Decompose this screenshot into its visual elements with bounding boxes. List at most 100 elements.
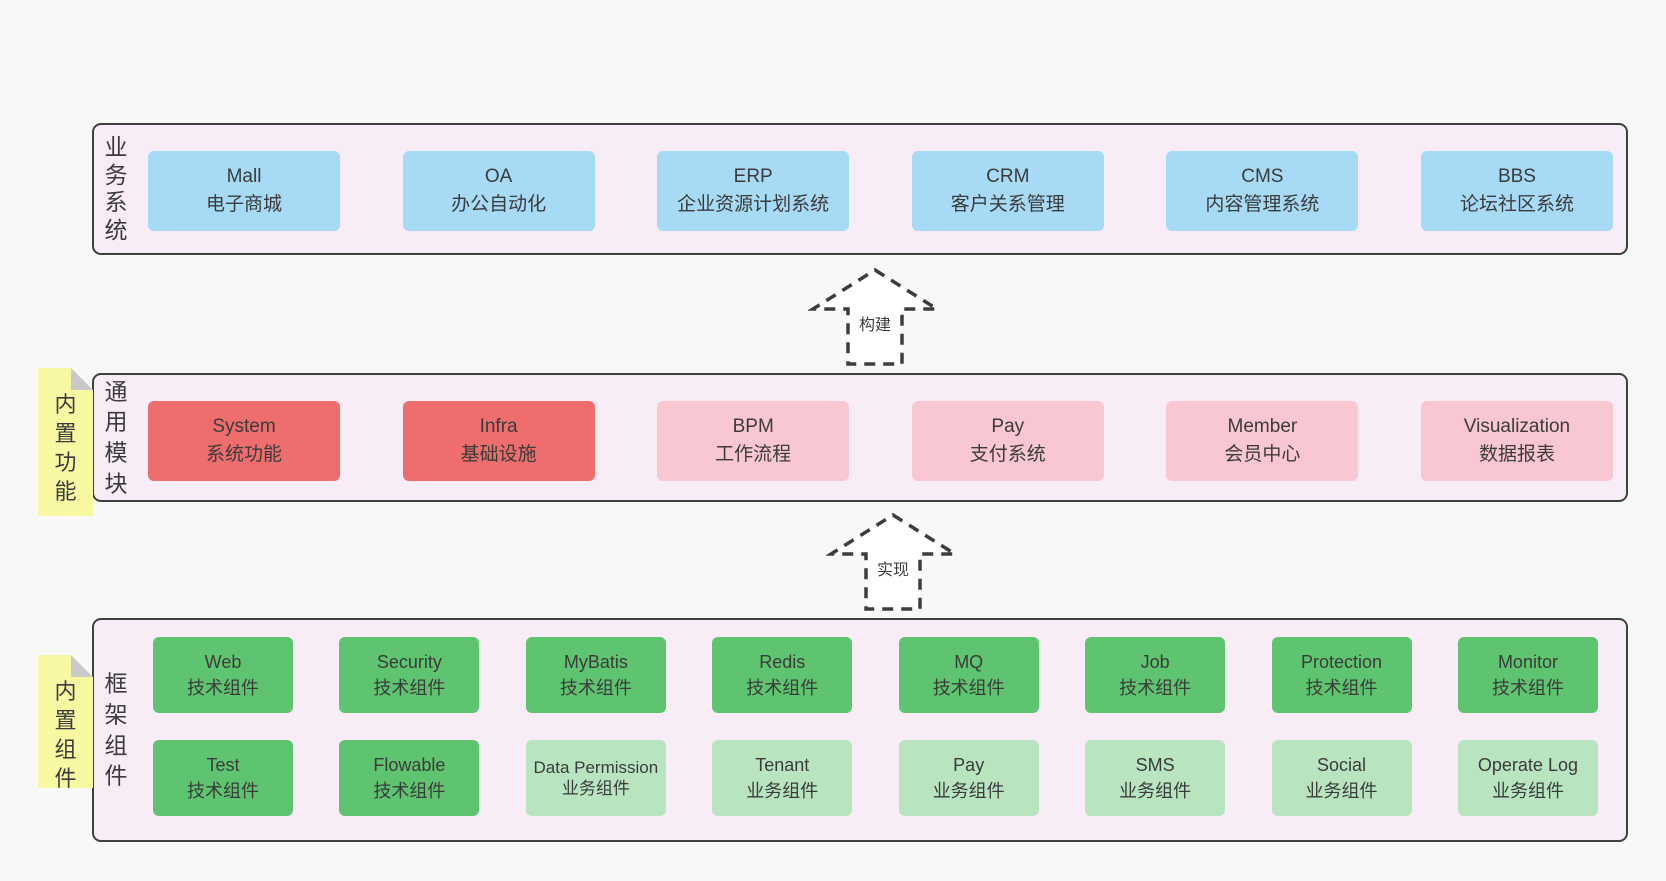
card-title: CMS: [1241, 166, 1284, 187]
card-subtitle: 系统功能: [205, 444, 282, 465]
card-title: Test: [206, 755, 240, 775]
card-mybatis: MyBatis 技术组件: [525, 637, 666, 713]
sticky-note-builtin-features: 内置功能: [38, 368, 93, 516]
sticky-note-builtin-components: 内置组件: [38, 655, 93, 788]
card-protection: Protection 技术组件: [1271, 637, 1412, 713]
card-title: Member: [1227, 416, 1298, 437]
panel-label-common-modules: 通用模块: [104, 377, 128, 497]
card-subtitle: 会员中心: [1224, 444, 1301, 465]
card-subtitle: 技术组件: [187, 781, 259, 801]
card-title: ERP: [733, 166, 773, 187]
card-bpm: BPM 工作流程: [657, 401, 850, 481]
card-title: CRM: [986, 166, 1030, 187]
card-subtitle: 业务组件: [932, 781, 1005, 801]
card-subtitle: 论坛社区系统: [1459, 194, 1574, 215]
card-web: Web 技术组件: [153, 637, 293, 713]
card-subtitle: 办公自动化: [451, 194, 547, 215]
panel-label-framework-components: 框架组件: [104, 670, 128, 789]
card-job: Job 技术组件: [1085, 637, 1226, 713]
card-title: Job: [1140, 652, 1170, 672]
card-erp: ERP 企业资源计划系统: [657, 151, 850, 231]
panel-common-modules: 通用模块 System 系统功能 Infra 基础设施 BPM 工作流程 Pay…: [92, 373, 1628, 502]
sticky-note-label: 内置功能: [54, 392, 77, 505]
card-pay-module: Pay 支付系统: [911, 401, 1104, 481]
card-title: Security: [376, 652, 442, 672]
card-title: Data Permission: [533, 758, 659, 777]
card-title: Pay: [953, 755, 985, 775]
arrow-implement-label: 实现: [873, 556, 913, 580]
card-subtitle: 业务组件: [1119, 781, 1192, 801]
card-operate-log: Operate Log 业务组件: [1457, 740, 1598, 816]
card-subtitle: 基础设施: [460, 444, 537, 465]
card-data-permission: Data Permission 业务组件: [525, 740, 666, 816]
card-subtitle: 技术组件: [1305, 678, 1378, 698]
card-cms: CMS 内容管理系统: [1166, 151, 1359, 231]
card-infra: Infra 基础设施: [402, 401, 595, 481]
card-title: Flowable: [373, 755, 446, 775]
card-title: Infra: [479, 416, 518, 437]
card-subtitle: 技术组件: [559, 678, 632, 698]
card-test: Test 技术组件: [153, 740, 293, 816]
card-title: Mall: [226, 166, 262, 187]
card-subtitle: 业务组件: [746, 781, 819, 801]
card-security: Security 技术组件: [339, 637, 480, 713]
card-oa: OA 办公自动化: [402, 151, 595, 231]
card-title: Social: [1317, 755, 1367, 775]
card-title: MyBatis: [563, 652, 628, 672]
card-sms: SMS 业务组件: [1085, 740, 1226, 816]
modules-card-row: System 系统功能 Infra 基础设施 BPM 工作流程 Pay 支付系统…: [148, 401, 1613, 481]
card-subtitle: 业务组件: [1305, 781, 1378, 801]
card-subtitle: 技术组件: [746, 678, 819, 698]
card-subtitle: 企业资源计划系统: [677, 194, 830, 215]
card-title: Protection: [1301, 652, 1383, 672]
card-subtitle: 客户关系管理: [950, 194, 1065, 215]
panel-business-systems: 业务系统 Mall 电子商城 OA 办公自动化 ERP 企业资源计划系统 CRM…: [92, 123, 1628, 255]
card-title: Web: [204, 652, 242, 672]
business-card-row: Mall 电子商城 OA 办公自动化 ERP 企业资源计划系统 CRM 客户关系…: [148, 151, 1613, 231]
card-subtitle: 技术组件: [932, 678, 1005, 698]
arrow-build-up: 构建: [808, 267, 942, 367]
card-title: System: [212, 416, 276, 437]
panel-label-business-systems: 业务系统: [104, 133, 128, 243]
card-title: Visualization: [1463, 416, 1571, 437]
card-subtitle: 工作流程: [715, 444, 792, 465]
card-visualization: Visualization 数据报表: [1420, 401, 1613, 481]
card-title: BPM: [732, 416, 774, 437]
card-title: BBS: [1497, 166, 1536, 187]
components-card-row-2: Test 技术组件 Flowable 技术组件 Data Permission …: [153, 740, 1598, 816]
card-title: MQ: [954, 652, 984, 672]
card-subtitle: 技术组件: [373, 781, 446, 801]
card-title: OA: [484, 166, 513, 187]
card-title: SMS: [1135, 755, 1175, 775]
arrow-build-label: 构建: [855, 311, 895, 335]
folded-corner-icon: [71, 368, 93, 390]
card-redis: Redis 技术组件: [712, 637, 853, 713]
card-mall: Mall 电子商城: [148, 151, 340, 231]
arrow-implement-up: 实现: [826, 512, 960, 612]
card-title: Operate Log: [1477, 755, 1578, 775]
card-crm: CRM 客户关系管理: [911, 151, 1104, 231]
card-subtitle: 电子商城: [205, 194, 282, 215]
card-flowable: Flowable 技术组件: [339, 740, 480, 816]
card-title: Monitor: [1497, 652, 1558, 672]
sticky-note-label: 内置组件: [54, 679, 77, 792]
card-tenant: Tenant 业务组件: [712, 740, 853, 816]
card-social: Social 业务组件: [1271, 740, 1412, 816]
card-pay-component: Pay 业务组件: [898, 740, 1039, 816]
card-title: Tenant: [755, 755, 810, 775]
card-title: Pay: [991, 416, 1025, 437]
card-system: System 系统功能: [148, 401, 340, 481]
card-subtitle: 数据报表: [1478, 444, 1555, 465]
card-monitor: Monitor 技术组件: [1457, 637, 1598, 713]
card-subtitle: 技术组件: [187, 678, 259, 698]
card-subtitle: 技术组件: [1491, 678, 1564, 698]
card-bbs: BBS 论坛社区系统: [1420, 151, 1613, 231]
folded-corner-icon: [71, 655, 93, 677]
card-subtitle: 业务组件: [1491, 781, 1564, 801]
card-subtitle: 内容管理系统: [1205, 194, 1320, 215]
card-subtitle: 业务组件: [561, 779, 630, 798]
panel-framework-components: 框架组件 Web 技术组件 Security 技术组件 MyBatis 技术组件…: [92, 618, 1628, 842]
components-card-row-1: Web 技术组件 Security 技术组件 MyBatis 技术组件 Redi…: [153, 637, 1598, 713]
card-subtitle: 技术组件: [373, 678, 446, 698]
card-title: Redis: [759, 652, 806, 672]
